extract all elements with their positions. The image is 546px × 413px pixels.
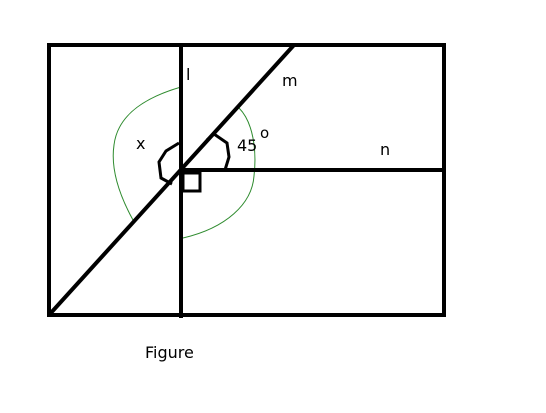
right-angle-marker — [181, 171, 202, 193]
label-degree: o — [260, 124, 269, 142]
label-angle-45: 45 — [237, 136, 257, 155]
figure-caption: Figure — [145, 343, 194, 362]
label-n: n — [380, 140, 390, 159]
label-x: x — [136, 134, 145, 153]
angle-45-arc — [206, 132, 231, 171]
line-m — [47, 43, 296, 317]
label-m: m — [282, 71, 298, 90]
outer-rectangle — [47, 43, 446, 317]
angle-x-arc — [157, 141, 180, 186]
green-curve — [112, 86, 256, 239]
label-l: l — [186, 65, 190, 84]
